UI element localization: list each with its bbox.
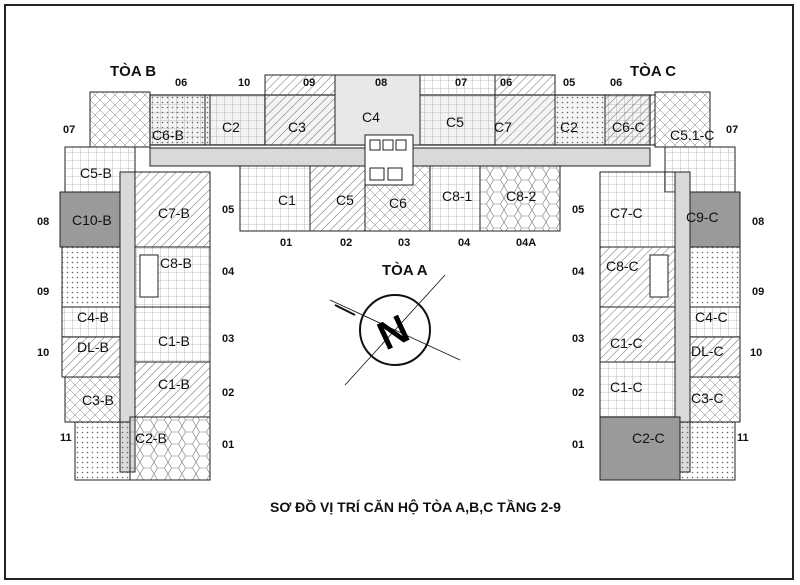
unit-number: 09 bbox=[37, 286, 49, 298]
unit-number: 10 bbox=[37, 347, 49, 359]
unit-number: 08 bbox=[375, 77, 387, 89]
unit-number: 02 bbox=[222, 387, 234, 399]
unit-number: 04 bbox=[458, 237, 471, 249]
unit-number: 07 bbox=[726, 124, 738, 136]
tower-c-block bbox=[599, 91, 741, 481]
tower-b-name: TÒA B bbox=[110, 62, 156, 80]
unit-label: C3-B bbox=[82, 392, 114, 408]
unit-number: 03 bbox=[572, 333, 584, 345]
drawing-frame bbox=[4, 4, 794, 580]
unit-label: C1-C bbox=[610, 379, 643, 395]
unit-label: C5 bbox=[336, 192, 354, 208]
unit-label: C7 bbox=[494, 119, 512, 135]
unit-number: 01 bbox=[280, 237, 292, 249]
unit-label: C2 bbox=[560, 119, 578, 135]
unit-label: C7-B bbox=[158, 205, 190, 221]
plan-title: SƠ ĐỒ VỊ TRÍ CĂN HỘ TÒA A,B,C TẦNG 2-9 bbox=[270, 498, 561, 515]
tower-b-block bbox=[59, 91, 211, 481]
unit-number: 04 bbox=[572, 266, 585, 278]
unit-label: C5 bbox=[446, 114, 464, 130]
unit-label: C9-C bbox=[686, 209, 719, 225]
unit-label: C1 bbox=[278, 192, 296, 208]
unit-label: C5.1-C bbox=[670, 127, 714, 143]
unit-label: C6-C bbox=[612, 119, 645, 135]
unit-number: 05 bbox=[222, 204, 234, 216]
unit-label: C1-C bbox=[610, 335, 643, 351]
unit-label: C6 bbox=[389, 195, 407, 211]
unit-number: 09 bbox=[303, 77, 315, 89]
unit-label: C10-B bbox=[72, 212, 112, 228]
unit-number: 10 bbox=[238, 77, 250, 89]
unit-number: 11 bbox=[737, 432, 749, 444]
unit-number: 11 bbox=[60, 432, 72, 444]
unit-label: C2 bbox=[222, 119, 240, 135]
unit-number: 02 bbox=[340, 237, 352, 249]
unit-number: 07 bbox=[63, 124, 75, 136]
unit-label: C6-B bbox=[152, 127, 184, 143]
unit-number: 01 bbox=[222, 439, 234, 451]
unit-number: 10 bbox=[750, 347, 762, 359]
tower-c-name: TÒA C bbox=[630, 62, 676, 80]
unit-number: 06 bbox=[500, 77, 512, 89]
unit-number: 02 bbox=[572, 387, 584, 399]
unit-number: 07 bbox=[455, 77, 467, 89]
unit-number: 06 bbox=[175, 77, 187, 89]
unit-number: 09 bbox=[752, 286, 764, 298]
unit-label: C8-1 bbox=[442, 188, 473, 204]
unit-number: 04A bbox=[516, 237, 536, 249]
unit-label: C3-C bbox=[691, 390, 724, 406]
unit-label: C1-B bbox=[158, 333, 190, 349]
unit-label: C2-B bbox=[135, 430, 167, 446]
unit-number: 08 bbox=[752, 216, 764, 228]
unit-label: C3 bbox=[288, 119, 306, 135]
unit-label: C4-C bbox=[695, 309, 728, 325]
compass: N bbox=[329, 274, 461, 386]
unit-label: C7-C bbox=[610, 205, 643, 221]
unit-label: C4-B bbox=[77, 309, 109, 325]
unit-label: C8-B bbox=[160, 255, 192, 271]
tower-a-name: TÒA A bbox=[382, 261, 428, 279]
unit-number: 01 bbox=[572, 439, 584, 451]
unit-number: 05 bbox=[563, 77, 575, 89]
unit-number: 03 bbox=[398, 237, 410, 249]
unit-label: C5-B bbox=[80, 165, 112, 181]
unit-number: 04 bbox=[222, 266, 235, 278]
unit-number: 08 bbox=[37, 216, 49, 228]
unit-label: DL-B bbox=[77, 339, 109, 355]
unit-label: C4 bbox=[362, 109, 380, 125]
unit-label: C1-B bbox=[158, 376, 190, 392]
unit-label: C2-C bbox=[632, 430, 665, 446]
unit-number: 03 bbox=[222, 333, 234, 345]
unit-number: 05 bbox=[572, 204, 584, 216]
unit-number: 06 bbox=[610, 77, 622, 89]
unit-label: DL-C bbox=[691, 343, 724, 359]
unit-label: C8-C bbox=[606, 258, 639, 274]
unit-label: C8-2 bbox=[506, 188, 537, 204]
